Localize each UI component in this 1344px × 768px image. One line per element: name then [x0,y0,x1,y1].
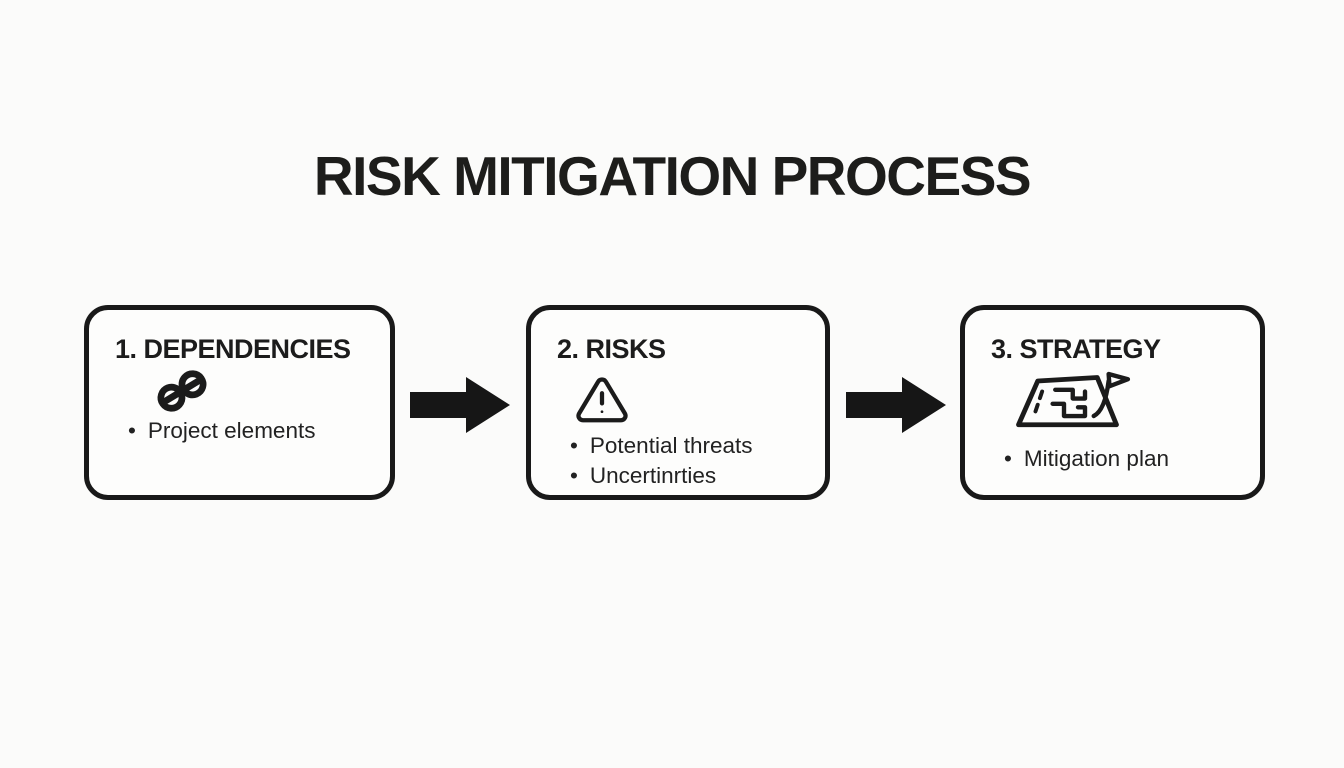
arrow-right-icon [846,374,946,436]
step-bullet-list: Mitigation plan [991,445,1244,472]
bullet-item: Uncertinrties [557,462,809,489]
chain-link-icon [151,368,374,414]
step-box-risks: 2. RISKS Potential threats Uncertinrties [526,305,830,500]
step-box-strategy: 3. STRATEGY Mitigation plan [960,305,1265,500]
bullet-item: Project elements [115,417,374,444]
bullet-item: Mitigation plan [991,445,1244,472]
step-heading: 2. RISKS [557,334,666,364]
page-title: RISK MITIGATION PROCESS [313,145,1032,207]
warning-triangle-icon [573,373,809,429]
step-bullet-list: Project elements [115,417,374,444]
arrow-right-icon [410,374,510,436]
bullet-item: Potential threats [557,432,809,459]
step-heading: 3. STRATEGY [991,334,1161,364]
step-box-dependencies: 1. DEPENDENCIES Project elements [84,305,395,500]
map-route-flag-icon [1007,367,1244,437]
step-heading: 1. DEPENDENCIES [115,334,351,364]
step-bullet-list: Potential threats Uncertinrties [557,432,809,490]
